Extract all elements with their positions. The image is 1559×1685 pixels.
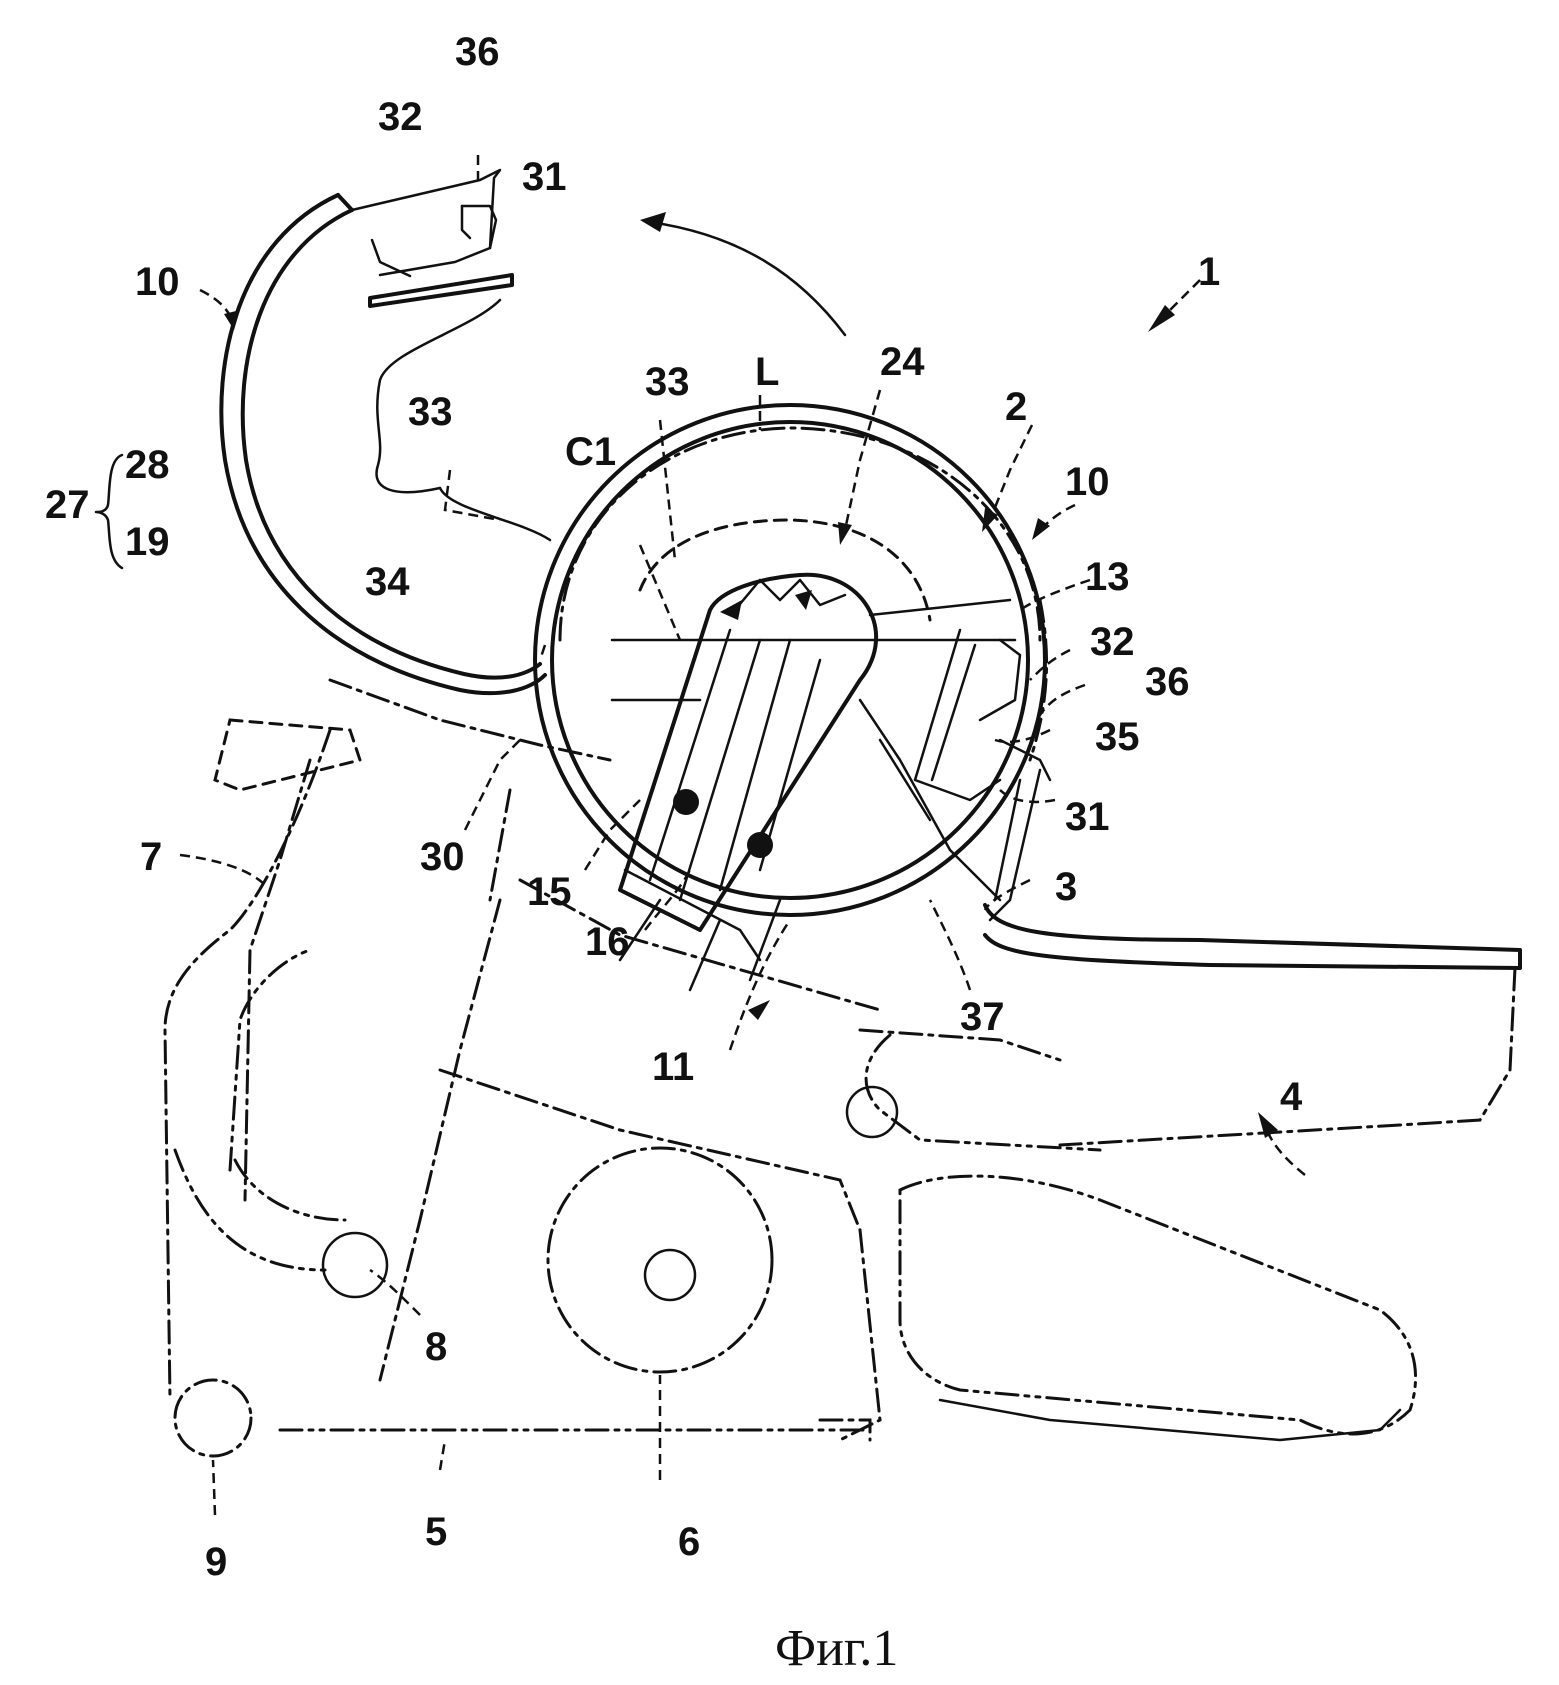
label-36-top: 36 (455, 30, 500, 74)
label-28: 28 (125, 443, 170, 487)
label-24: 24 (880, 340, 925, 384)
label-33-left: 33 (408, 390, 453, 434)
label-31-top: 31 (522, 155, 567, 199)
label-10-left: 10 (135, 260, 180, 304)
label-36-right: 36 (1145, 660, 1190, 704)
label-30: 30 (420, 835, 465, 879)
label-27: 27 (45, 483, 90, 527)
label-35: 35 (1095, 715, 1140, 759)
open-cover-10 (221, 155, 550, 693)
label-10-right: 10 (1065, 460, 1110, 504)
label-15: 15 (527, 870, 572, 914)
label-13: 13 (1085, 555, 1130, 599)
label-34: 34 (365, 560, 410, 604)
label-32-top: 32 (378, 95, 423, 139)
lower-body (165, 680, 1520, 1456)
label-1: 1 (1198, 250, 1220, 294)
label-C1: C1 (565, 430, 616, 474)
label-33-center: 33 (645, 360, 690, 404)
brace-27 (96, 455, 122, 568)
label-6: 6 (678, 1520, 700, 1564)
label-2: 2 (1005, 385, 1027, 429)
label-32-right: 32 (1090, 620, 1135, 664)
label-16: 16 (585, 920, 630, 964)
label-31-right: 31 (1065, 795, 1110, 839)
figure-caption: Фиг.1 (775, 1620, 898, 1677)
label-4: 4 (1280, 1075, 1303, 1119)
label-19: 19 (125, 520, 170, 564)
label-8: 8 (425, 1325, 447, 1369)
label-37: 37 (960, 995, 1005, 1039)
label-L: L (755, 350, 779, 394)
label-7: 7 (140, 835, 162, 879)
label-11: 11 (652, 1045, 694, 1089)
rotation-arrow (640, 212, 845, 335)
label-3: 3 (1055, 865, 1077, 909)
leader-lines (180, 280, 1305, 1515)
cassette-housing (535, 405, 1045, 915)
label-9: 9 (205, 1540, 227, 1584)
label-5: 5 (425, 1510, 447, 1554)
